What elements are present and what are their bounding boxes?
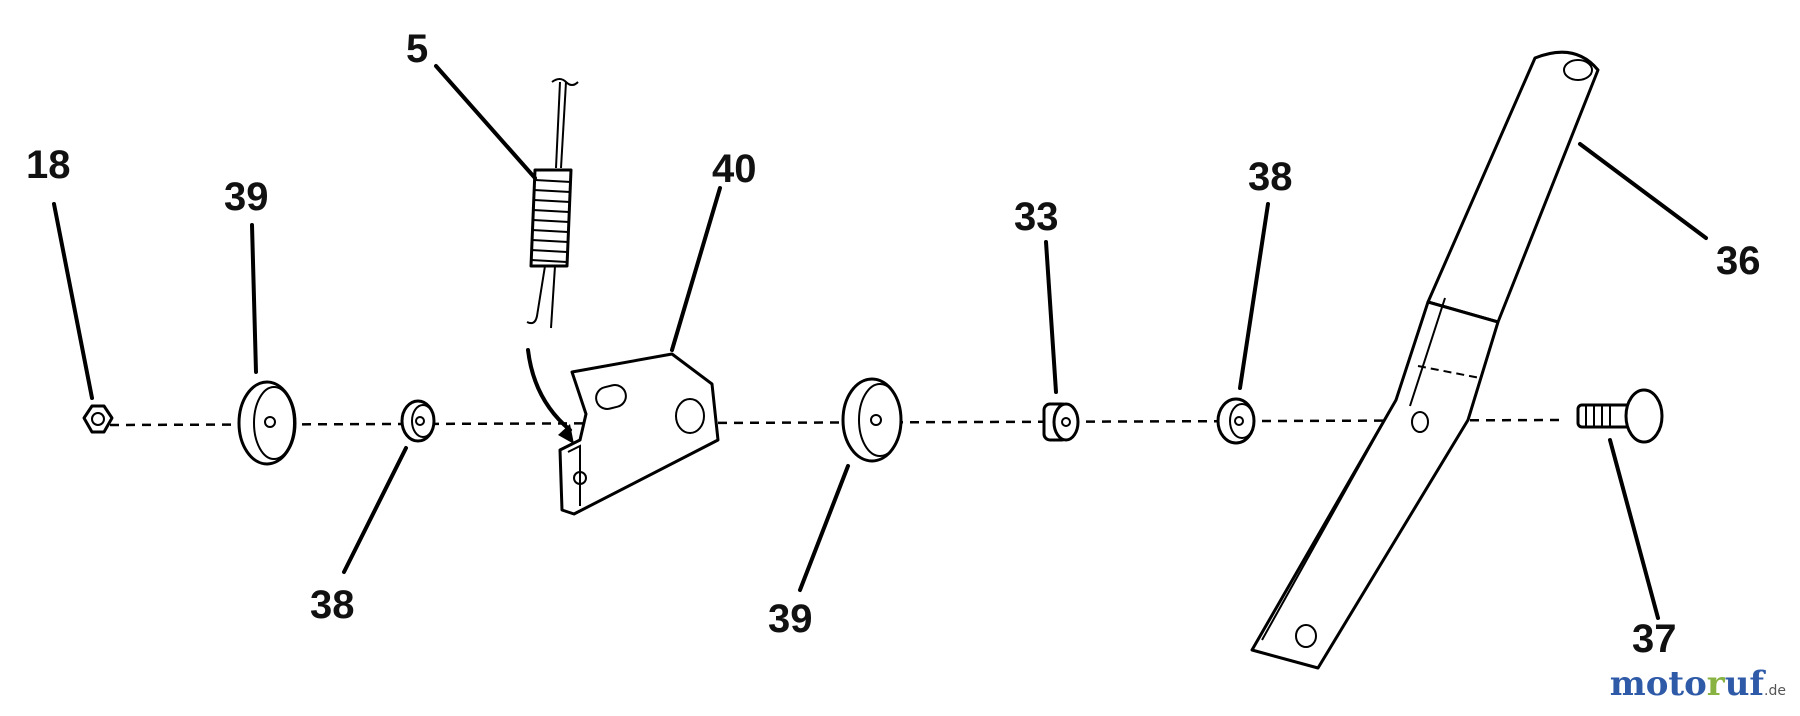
callout-18: 18 [26,143,71,187]
part-spacer-left [400,399,436,443]
part-hex-nut [82,404,114,434]
leader-36 [1578,142,1708,240]
leader-38-left [342,446,408,574]
part-bolt [1576,388,1664,444]
leader-38-right [1238,202,1270,390]
part-washer-large-left [237,380,297,466]
callout-40: 40 [712,147,757,191]
callout-38-right: 38 [1248,155,1293,199]
callout-39-left: 39 [224,175,269,219]
callout-38-left: 38 [310,583,355,627]
callout-5: 5 [406,27,428,71]
part-spring [526,78,579,444]
leader-39-left [250,223,258,374]
part-bracket-plate [558,352,720,516]
leader-40 [670,186,722,352]
callout-33: 33 [1014,195,1059,239]
part-washer-large-right [841,377,903,463]
callout-39-right: 39 [768,597,813,641]
brand-watermark: motoruf.de [1609,664,1786,704]
leader-37 [1608,438,1660,620]
leader-33 [1044,240,1058,394]
part-lever-arm [1250,50,1600,670]
leader-39-right [798,464,850,592]
part-bushing [1042,402,1080,442]
assembly-axis [109,418,1561,427]
callout-37: 37 [1632,617,1677,661]
part-spacer-right [1216,397,1256,445]
leader-18 [52,202,94,400]
callout-36: 36 [1716,239,1761,283]
leader-5 [434,64,537,180]
